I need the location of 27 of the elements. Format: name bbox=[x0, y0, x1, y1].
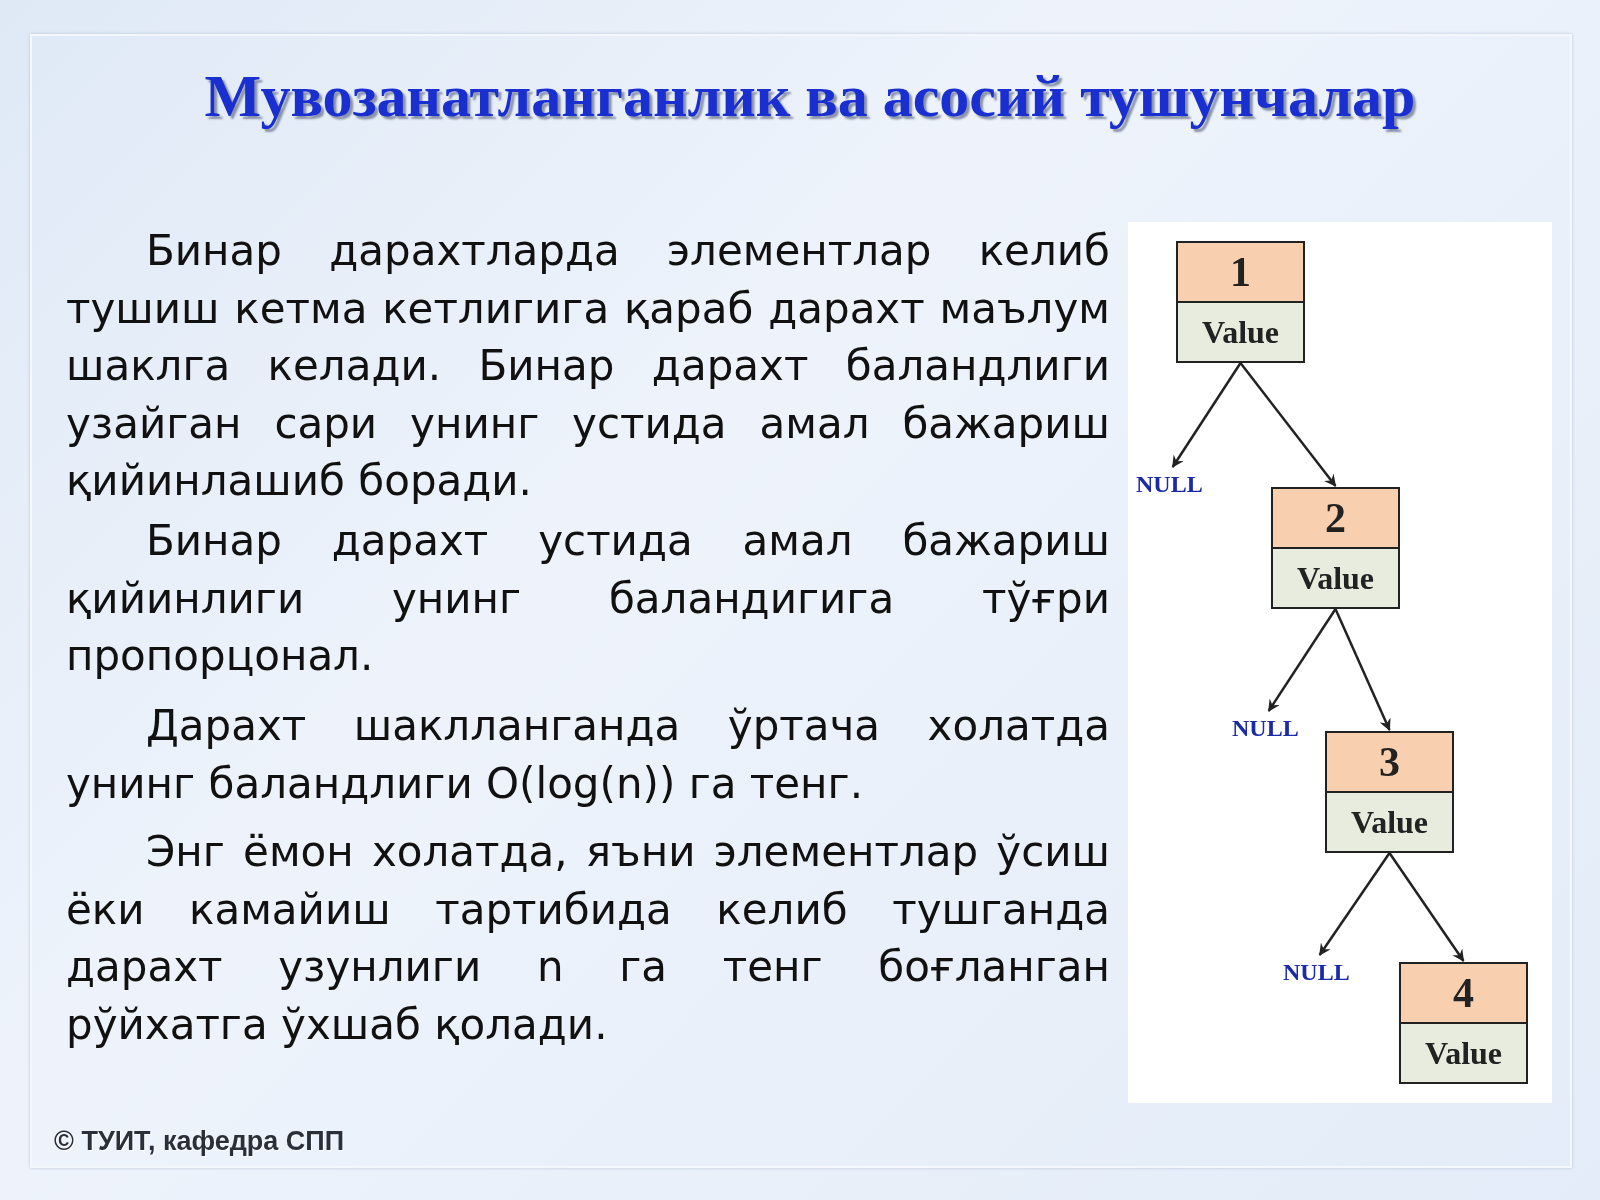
arrow bbox=[1334, 608, 1391, 731]
null-label: NULL bbox=[1232, 715, 1299, 742]
tree-node-box bbox=[1399, 962, 1528, 1084]
node-value: Value bbox=[1401, 1024, 1526, 1082]
arrow bbox=[1171, 362, 1242, 468]
arrow bbox=[1388, 852, 1465, 962]
tree-node-box bbox=[1325, 731, 1454, 853]
null-label: NULL bbox=[1136, 471, 1203, 498]
null-label: NULL bbox=[1283, 959, 1350, 986]
node-key: 4 bbox=[1401, 964, 1526, 1024]
arrow bbox=[1239, 362, 1337, 487]
node-value: Value bbox=[1327, 793, 1452, 851]
node-key: 2 bbox=[1273, 489, 1398, 549]
paragraph: Дарахт шаклланганда ўртача холатда унинг баландлиги O(log(n)) га тенг. bbox=[66, 700, 1110, 810]
paragraph: Бинар дарахтларда элементлар келиб тушиш кетма кетлигига қараб дарахт маълум шаклга келади. Бинар дарахт баландлиги узайган сари унинг устида амал бажариш қийинлашиб боради. bbox=[66, 225, 1110, 507]
paragraph: Энг ёмон холатда, яъни элементлар ўсиш ёки камайиш тартибида келиб тушганда дарахт узунлиги n га тенг боғланган рўйхатга ўхшаб қолади. bbox=[66, 826, 1110, 1051]
arrow bbox=[1318, 852, 1391, 956]
node-value: Value bbox=[1178, 303, 1303, 361]
arrow bbox=[1267, 608, 1337, 712]
footer-text: © ТУИТ, кафедра СПП bbox=[54, 1126, 345, 1157]
node-key: 1 bbox=[1178, 243, 1303, 303]
paragraph: Бинар дарахт устида амал бажариш қийинлиги унинг баландигига тўғри пропорцонал. bbox=[66, 515, 1110, 682]
node-key: 3 bbox=[1327, 733, 1452, 793]
tree-node-box bbox=[1271, 487, 1400, 609]
slide-title: Мувозанатланганлик ва асосий тушунчалар bbox=[203, 62, 1417, 131]
tree-node-box bbox=[1176, 241, 1305, 363]
node-value: Value bbox=[1273, 549, 1398, 607]
